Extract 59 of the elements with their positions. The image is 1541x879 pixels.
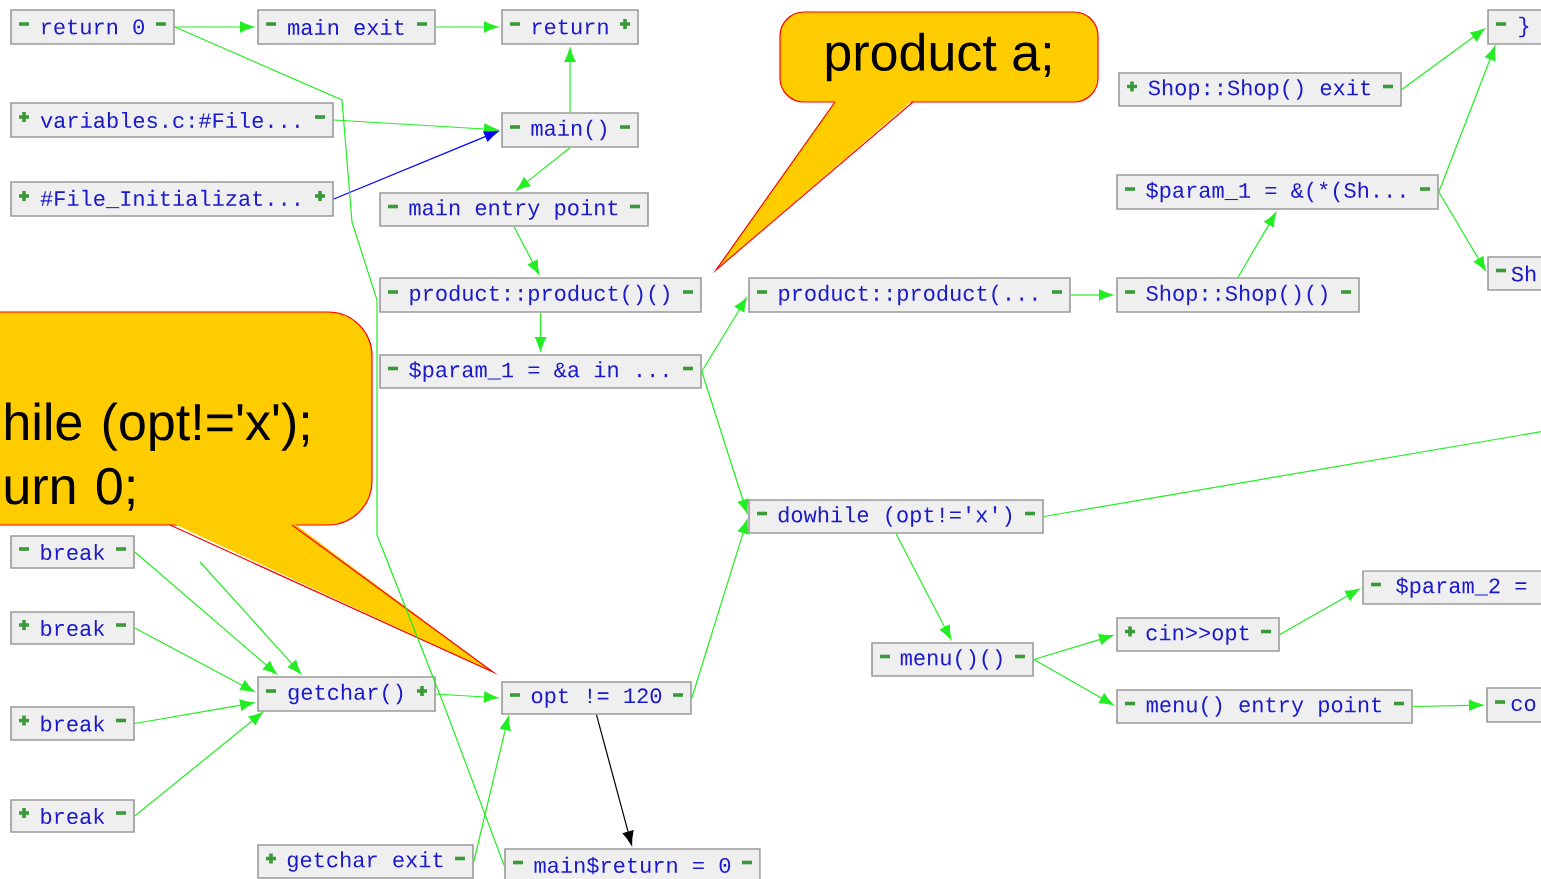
arrow: [516, 147, 571, 191]
statement-box: opt != 120: [501, 681, 692, 715]
arrow: [134, 711, 263, 817]
arrow: [1237, 212, 1277, 278]
arrow: [473, 716, 511, 863]
arrow: [513, 226, 540, 275]
statement-box: break: [10, 706, 135, 741]
statement-box: Shop::Shop() exit: [1118, 72, 1402, 107]
arrow: [895, 533, 952, 640]
statement-box: #File_Initializat...: [10, 181, 334, 217]
arrow: [174, 21, 255, 33]
statement-box: variables.c:#File...: [10, 102, 334, 138]
arrow: [1279, 588, 1360, 636]
speech-bubble: hile (opt!='x'); urn 0;: [0, 311, 373, 526]
statement-box: dowhile (opt!='x'): [748, 499, 1044, 534]
statement-box: break: [10, 535, 135, 569]
arrow: [1033, 658, 1114, 706]
arrow: [1438, 191, 1486, 271]
arrow: [1438, 46, 1496, 193]
arrow: [1070, 289, 1114, 301]
statement-box: break: [10, 611, 135, 645]
arrow: [134, 551, 278, 675]
statement-box: getchar exit: [257, 844, 474, 879]
arrow: [134, 627, 255, 693]
arrow: [333, 130, 499, 200]
statement-box: menu() entry point: [1116, 689, 1413, 724]
statement-box: main entry point: [379, 192, 649, 227]
statement-box: main(): [501, 112, 639, 148]
arrow: [564, 47, 576, 113]
statement-box: product::product(...: [748, 277, 1071, 313]
statement-box: Sh: [1487, 256, 1541, 291]
arrow: [199, 561, 302, 675]
statement-box: $param_1 = &a in ...: [379, 354, 702, 389]
arrow: [435, 21, 499, 33]
arrow: [1412, 699, 1484, 711]
statement-box: Shop::Shop()(): [1116, 277, 1360, 313]
statement-box: product::product()(): [379, 277, 702, 313]
statement-box: }: [1487, 9, 1541, 45]
arrow: [595, 714, 634, 846]
statement-box: return 0: [10, 9, 175, 45]
statement-box: $param_2 =: [1362, 570, 1541, 605]
arrow: [1033, 634, 1114, 661]
speech-bubble: product a;: [779, 11, 1099, 103]
statement-box: return: [501, 9, 639, 45]
statement-box: menu()(): [871, 642, 1034, 677]
statement-box: getchar(): [257, 676, 436, 712]
arrow: [1401, 28, 1485, 91]
statement-box: $param_1 = &(*(Sh...: [1116, 174, 1439, 210]
arrow: [435, 691, 499, 703]
arrow: [701, 297, 747, 373]
arrow: [701, 370, 749, 514]
statement-box: break: [10, 799, 135, 833]
statement-box: cin>>opt: [1116, 617, 1280, 652]
statement-box: main exit: [257, 9, 436, 45]
arrow: [534, 312, 547, 352]
statement-box: main$return = 0: [504, 848, 761, 879]
arrow: [691, 519, 749, 699]
arrow: [134, 699, 255, 725]
statement-box: co: [1486, 687, 1541, 723]
